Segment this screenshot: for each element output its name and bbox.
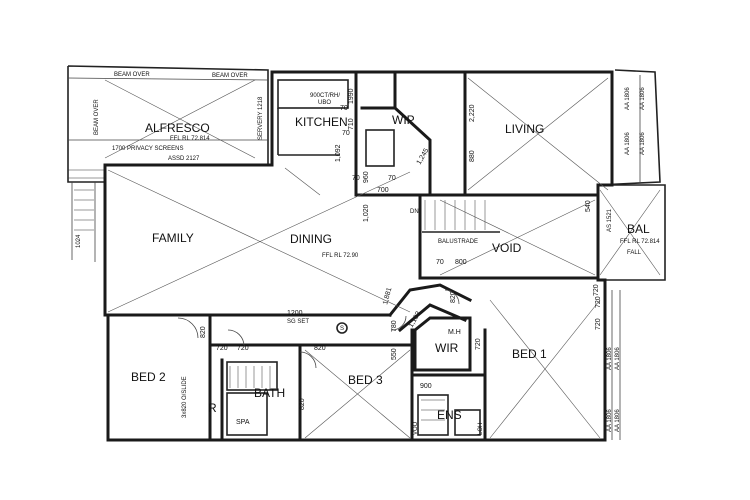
dim-2220: 2,220 <box>469 104 476 122</box>
label-mh: M.H <box>448 329 461 336</box>
label-s: S <box>340 326 344 332</box>
dim-1245: 1,245 <box>416 147 431 166</box>
label-wip: WIP <box>392 113 415 127</box>
dim-710: 710 <box>348 118 355 130</box>
dim-720-b: 720 <box>237 345 249 352</box>
note-dn: DN <box>410 209 419 215</box>
dim-820-b: 820 <box>200 326 207 338</box>
dim-720-f: 720 <box>593 284 600 296</box>
label-bath: BATH <box>254 386 285 400</box>
label-living: LIVING <box>505 122 544 136</box>
dim-720-c: 720 <box>475 338 482 350</box>
note-aa-1806-d: AA 1806 <box>640 132 646 155</box>
dim-700-a: 700 <box>377 187 389 194</box>
note-voo: VOO <box>413 421 419 435</box>
note-servery: SERVERY 1218 <box>258 96 264 140</box>
dim-720-d: 720 <box>595 296 602 308</box>
dim-800-a: 800 <box>455 259 467 266</box>
note-slide: 3x820 O/SLIDE <box>182 376 188 418</box>
plan-notes: BEAM OVER BEAM OVER BEAM OVER FFL RL 72.… <box>76 72 660 435</box>
label-dining: DINING <box>290 232 332 246</box>
note-balustrade: BALUSTRADE <box>438 239 478 245</box>
label-ens: ENS <box>437 408 462 422</box>
label-wir: WIR <box>435 341 459 355</box>
note-aa-1806-e: AA 1806 <box>607 347 613 370</box>
label-family: FAMILY <box>152 231 194 245</box>
label-bal: BAL <box>627 222 650 236</box>
dim-70-a: 70 <box>340 105 348 112</box>
note-bal-rl: FFL RL 72.814 <box>620 239 660 245</box>
dim-820-c: 820 <box>314 345 326 352</box>
note-aa-1806-b: AA 1806 <box>640 87 646 110</box>
note-1024: 1024 <box>76 234 82 248</box>
note-aa-1806-c: AA 1806 <box>625 132 631 155</box>
dim-720-a: 720 <box>216 345 228 352</box>
dim-70-c: 70 <box>352 175 360 182</box>
internal-walls <box>177 70 600 442</box>
dim-550: 550 <box>391 348 398 360</box>
dim-70-b: 70 <box>342 130 350 137</box>
label-kitchen: KITCHEN <box>295 115 348 129</box>
dim-960: 960 <box>363 171 370 183</box>
note-loh: LOH <box>478 423 484 435</box>
note-as-1521: AS 1521 <box>607 208 613 232</box>
room-labels: ALFRESCO KITCHEN WIP LIVING FAMILY DININ… <box>131 113 650 426</box>
note-fall: FALL <box>627 250 642 256</box>
note-aa-1806-f: AA 1806 <box>615 347 621 370</box>
note-assd: ASSD 2127 <box>168 156 200 162</box>
dim-720-e: 720 <box>595 318 602 330</box>
label-void: VOID <box>492 241 522 255</box>
note-beam-over-3: BEAM OVER <box>94 99 100 135</box>
dim-880: 880 <box>469 150 476 162</box>
dim-820-a: 820 <box>450 291 457 303</box>
dim-70-d: 70 <box>388 175 396 182</box>
balcony-structure <box>597 69 666 440</box>
room-diagonals <box>107 77 609 439</box>
dim-540: 540 <box>585 200 592 212</box>
note-aa-1806-g: AA 1806 <box>607 409 613 432</box>
dim-70-e: 70 <box>436 259 444 266</box>
dim-1092: 1,092 <box>335 144 342 162</box>
dim-1020: 1,020 <box>363 204 370 222</box>
note-beam-over-1: BEAM OVER <box>114 72 150 78</box>
label-spa: SPA <box>236 419 250 426</box>
note-aa-1806-h: AA 1806 <box>615 409 621 432</box>
note-ubo: UBO <box>318 100 331 106</box>
dim-1990: 1990 <box>348 88 355 104</box>
label-bed3: BED 3 <box>348 373 383 387</box>
label-bed2: BED 2 <box>131 370 166 384</box>
label-r: R <box>208 401 217 415</box>
dim-820-d: 820 <box>299 398 306 410</box>
note-appliances: 900CT/RH/ <box>310 93 340 99</box>
dim-1200: 1200 <box>287 310 303 317</box>
dim-1881: 1,881 <box>382 287 393 306</box>
note-sg-set: SG SET <box>287 319 309 325</box>
note-privacy-screens: 1700 PRIVACY SCREENS <box>112 146 183 152</box>
dim-780: 780 <box>391 320 398 332</box>
note-dining-rl: FFL RL 72.90 <box>322 253 359 259</box>
note-alfresco-rl: FFL RL 72.814 <box>170 136 210 142</box>
note-beam-over-2: BEAM OVER <box>212 73 248 79</box>
outer-walls <box>103 70 614 442</box>
note-aa-1806-a: AA 1806 <box>625 87 631 110</box>
label-alfresco: ALFRESCO <box>145 121 210 135</box>
label-bed1: BED 1 <box>512 347 547 361</box>
dim-900: 900 <box>420 383 432 390</box>
